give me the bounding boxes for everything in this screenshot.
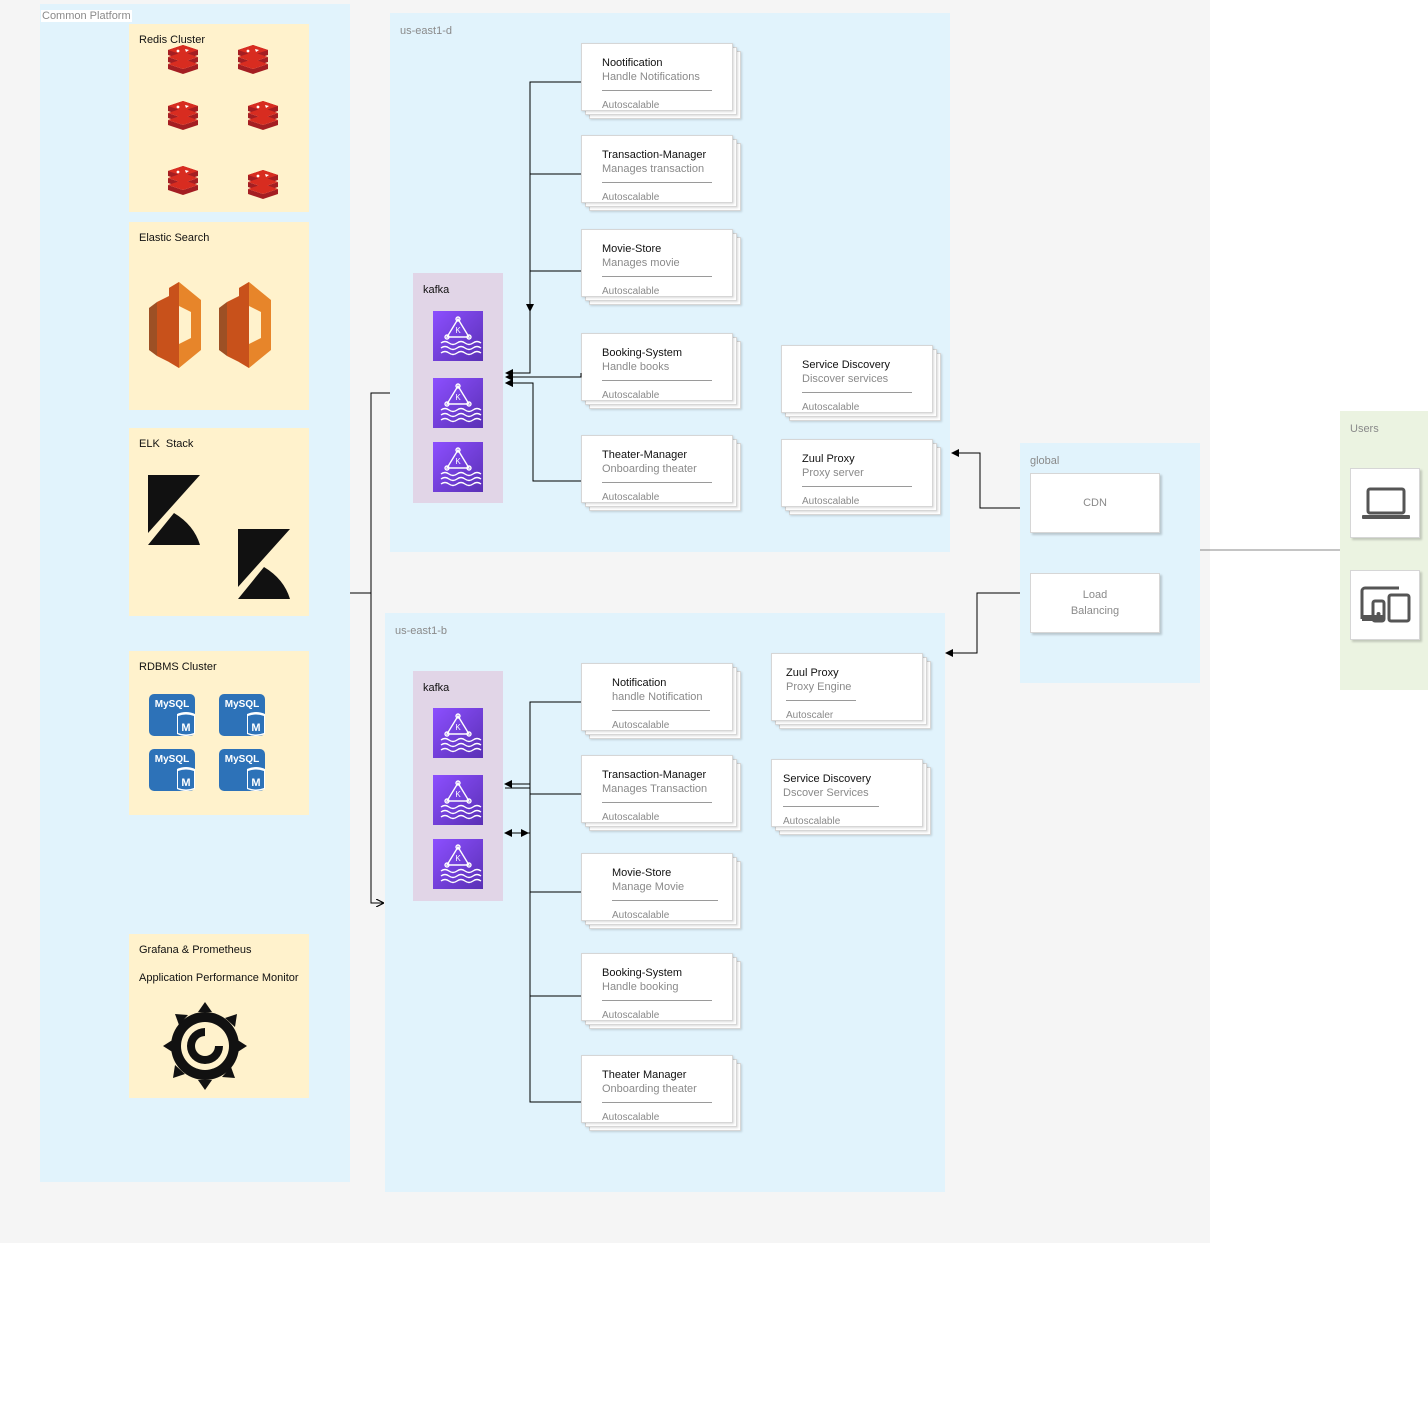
service-subtitle: Manages transaction — [602, 163, 705, 175]
service-subtitle: Onboarding theater — [602, 1083, 697, 1095]
common-platform-label: Common Platform — [41, 10, 132, 22]
service-card-notification[interactable]: Nootification Handle Notifications Autos… — [581, 43, 741, 119]
service-subtitle: Proxy Engine — [786, 681, 852, 693]
service-card-transaction-manager[interactable]: Transaction-Manager Manages transaction … — [581, 135, 741, 211]
load-balancer-box[interactable]: Load Balancing — [1030, 573, 1160, 633]
service-title: Theater-Manager — [602, 449, 687, 461]
service-title: Transaction-Manager — [602, 149, 707, 161]
service-card-theater-manager[interactable]: Theater-Manager Onboarding theater Autos… — [581, 435, 741, 511]
service-subtitle: Manage Movie — [612, 881, 685, 893]
devices-icon — [1360, 586, 1411, 623]
service-scaling: Autoscalable — [612, 910, 670, 921]
elk-stack-label: ELK Stack — [139, 438, 194, 450]
rdbms-cluster-label: RDBMS Cluster — [139, 661, 217, 673]
service-title: Nootification — [602, 57, 663, 69]
service-subtitle: Handle books — [602, 361, 670, 373]
service-subtitle: Manages Transaction — [602, 783, 708, 795]
service-scaling: Autoscalable — [602, 812, 660, 823]
service-title: Booking-System — [602, 967, 683, 979]
monitoring-sublabel: Application Performance Monitor — [139, 972, 299, 984]
service-subtitle: Handle Notifications — [602, 71, 700, 83]
service-scaling: Autoscalable — [602, 192, 660, 203]
cdn-box[interactable]: CDN — [1030, 473, 1160, 533]
service-card-booking-system[interactable]: Booking-System Handle books Autoscalable — [581, 333, 741, 409]
redis-cluster-label: Redis Cluster — [139, 34, 206, 46]
users-label: Users — [1350, 423, 1379, 435]
service-card-service-discovery[interactable]: Service Discovery Discover services Auto… — [781, 345, 941, 421]
service-subtitle: Onboarding theater — [602, 463, 697, 475]
elastic-search-group: Elastic Search — [129, 222, 309, 410]
service-scaling: Autoscalable — [602, 1112, 660, 1123]
service-title: Notification — [612, 677, 667, 689]
global-label: global — [1030, 455, 1060, 467]
service-card-service-discovery[interactable]: Service Discovery Dscover Services Autos… — [771, 759, 931, 835]
service-scaling: Autoscalable — [602, 1010, 660, 1021]
service-scaling: Autoscalable — [602, 286, 660, 297]
service-title: Movie-Store — [612, 867, 672, 879]
laptop-icon — [1362, 487, 1410, 519]
service-title: Movie-Store — [602, 243, 662, 255]
service-subtitle: Proxy server — [802, 467, 864, 479]
service-card-zuul-proxy[interactable]: Zuul Proxy Proxy Engine Autoscaler — [771, 653, 931, 729]
rdbms-cluster-group: RDBMS Cluster MySQL M — [129, 651, 309, 815]
service-subtitle: Manages movie — [602, 257, 680, 269]
service-subtitle: Discover services — [802, 373, 889, 385]
service-title: Service Discovery — [783, 773, 872, 785]
users-region — [1340, 411, 1428, 690]
service-title: Service Discovery — [802, 359, 891, 371]
region-us-east1-b-label: us-east1-b — [395, 625, 447, 637]
grafana-icon — [163, 1002, 247, 1090]
service-card-booking-system[interactable]: Booking-System Handle booking Autoscalab… — [581, 953, 741, 1029]
elk-stack-group: ELK Stack — [129, 428, 309, 616]
service-subtitle: Handle booking — [602, 981, 679, 993]
service-scaling: Autoscalable — [602, 390, 660, 401]
service-subtitle: Dscover Services — [783, 787, 869, 799]
service-title: Zuul Proxy — [802, 453, 855, 465]
service-scaling: Autoscalable — [783, 816, 841, 827]
service-title: Zuul Proxy — [786, 667, 839, 679]
service-scaling: Autoscalable — [602, 100, 660, 111]
load-balancer-label-line1: Load — [1082, 589, 1108, 601]
service-scaling: Autoscalable — [602, 492, 660, 503]
kafka-label: kafka — [423, 682, 450, 694]
kafka-label: kafka — [423, 284, 450, 296]
service-card-zuul-proxy[interactable]: Zuul Proxy Proxy server Autoscalable — [781, 439, 941, 515]
service-card-movie-store[interactable]: Movie-Store Manages movie Autoscalable — [581, 229, 741, 305]
monitoring-group: Grafana & Prometheus Application Perform… — [129, 934, 309, 1098]
service-subtitle: handle Notification — [612, 691, 703, 703]
service-scaling: Autoscalable — [802, 402, 860, 413]
service-card-theater-manager[interactable]: Theater Manager Onboarding theater Autos… — [581, 1055, 741, 1131]
service-title: Booking-System — [602, 347, 683, 359]
monitoring-label: Grafana & Prometheus — [139, 944, 252, 956]
mobile-user[interactable] — [1350, 570, 1420, 640]
service-title: Theater Manager — [602, 1069, 687, 1081]
redis-cluster-group: Redis Cluster — [129, 24, 309, 212]
service-title: Transaction-Manager — [602, 769, 707, 781]
elastic-search-label: Elastic Search — [139, 232, 210, 244]
region-us-east1-d-label: us-east1-d — [400, 25, 452, 37]
service-scaling: Autoscalable — [802, 496, 860, 507]
cdn-label: CDN — [1083, 497, 1107, 509]
service-card-transaction-manager[interactable]: Transaction-Manager Manages Transaction … — [581, 755, 741, 831]
service-card-movie-store[interactable]: Movie-Store Manage Movie Autoscalable — [581, 853, 741, 929]
service-scaling: Autoscalable — [612, 720, 670, 731]
service-card-notification[interactable]: Notification handle Notification Autosca… — [581, 663, 741, 739]
load-balancer-label-line2: Balancing — [1070, 605, 1120, 617]
service-scaling: Autoscaler — [786, 710, 834, 721]
laptop-user[interactable] — [1350, 468, 1420, 538]
